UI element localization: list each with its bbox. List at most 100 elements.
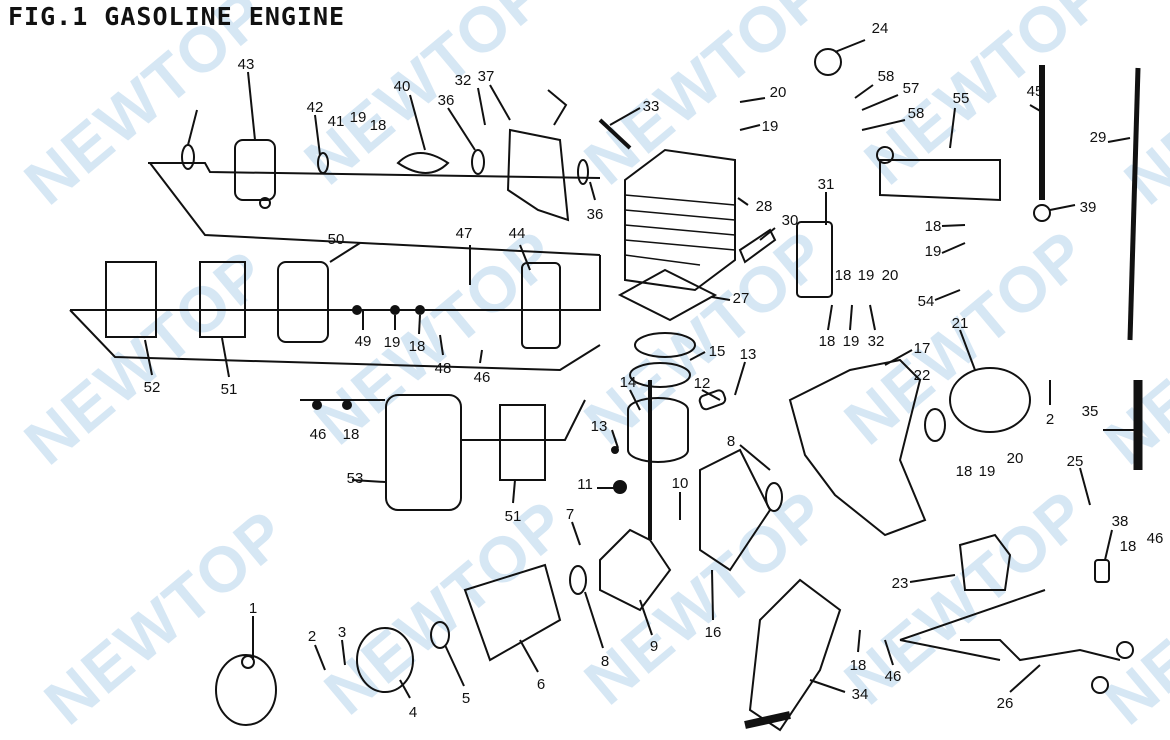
part-number-label: 31: [817, 176, 835, 193]
part-number-label: 20: [881, 267, 899, 284]
part-number-label: 51: [504, 508, 522, 525]
part-number-label: 6: [536, 676, 546, 693]
part-number-label: 42: [306, 99, 324, 116]
carburetor-assembly-outline: [148, 162, 601, 256]
plug-cap-part: [547, 89, 568, 126]
part-number-label: 46: [884, 668, 902, 685]
part-number-label: 2: [307, 628, 317, 645]
throttle-cable-part: [960, 639, 1121, 662]
long-rod-part: [1127, 67, 1141, 341]
part-number-label: 20: [1006, 450, 1024, 467]
part-number-label: 58: [907, 105, 925, 122]
piston-pin-part: [698, 389, 727, 411]
part-number-label: 19: [761, 118, 779, 135]
spark-plug-part: [598, 118, 632, 150]
part-number-label: 18: [849, 657, 867, 674]
part-number-label: 9: [649, 638, 659, 655]
part-number-label: 18: [1119, 538, 1137, 555]
part-number-label: 18: [834, 267, 852, 284]
crankcase-half-part: [463, 563, 562, 662]
crankshaft-part: [599, 528, 672, 612]
part-number-label: 19: [857, 267, 875, 284]
part-number-label: 17: [913, 340, 931, 357]
part-number-label: 8: [600, 653, 610, 670]
filter-gasket-part: [277, 261, 329, 343]
part-number-label: 32: [454, 72, 472, 89]
part-number-label: 20: [769, 84, 787, 101]
ignition-coil-part: [958, 533, 1012, 591]
part-number-label: 54: [917, 293, 935, 310]
fuel-cap-part: [814, 48, 842, 76]
muffler-gasket-part: [738, 228, 777, 264]
part-number-label: 24: [871, 20, 889, 37]
part-number-label: 19: [349, 109, 367, 126]
starter-pulley-part: [356, 627, 414, 693]
part-number-label: 1: [248, 600, 258, 617]
carburetor-part: [234, 139, 276, 201]
fan-housing-part: [748, 578, 842, 732]
insulator-part: [396, 152, 450, 174]
part-number-label: 13: [590, 418, 608, 435]
part-number-label: 3: [337, 624, 347, 641]
part-number-label: 4: [408, 704, 418, 721]
part-number-label: 10: [671, 475, 689, 492]
part-number-label: 8: [726, 433, 736, 450]
part-number-label: 46: [309, 426, 327, 443]
part-number-label: 26: [996, 695, 1014, 712]
part-number-label: 27: [732, 290, 750, 307]
piston-part: [627, 397, 689, 463]
piston-ring-part: [634, 332, 696, 358]
part-number-label: 25: [1066, 453, 1084, 470]
part-number-label: 39: [1079, 199, 1097, 216]
part-number-label: 11: [577, 476, 593, 493]
flywheel-part: [949, 367, 1031, 433]
part-number-label: 46: [473, 369, 491, 386]
part-number-label: 57: [902, 80, 920, 97]
crankcase-part: [788, 358, 927, 537]
part-number-label: 53: [346, 470, 364, 487]
part-number-label: 38: [1111, 513, 1129, 530]
cylinder-gasket-part: [617, 268, 718, 322]
part-number-label: 18: [924, 218, 942, 235]
part-number-label: 44: [508, 225, 526, 242]
part-number-label: 23: [891, 575, 909, 592]
part-number-label: 29: [1089, 129, 1107, 146]
part-number-label: 19: [842, 333, 860, 350]
part-number-label: 47: [455, 225, 473, 242]
part-number-label: 19: [978, 463, 996, 480]
part-number-label: 2: [1045, 411, 1055, 428]
heat-shield-part: [506, 128, 570, 222]
gasket-part: [317, 152, 329, 174]
part-number-label: 50: [327, 231, 345, 248]
filter-element-part: [105, 261, 157, 338]
part-number-label: 18: [955, 463, 973, 480]
part-number-label: 18: [818, 333, 836, 350]
figure-title: FIG.1 GASOLINE ENGINE: [8, 2, 346, 31]
part-number-label: 49: [354, 333, 372, 350]
part-number-label: 55: [952, 90, 970, 107]
part-number-label: 12: [693, 375, 711, 392]
part-number-label: 34: [851, 686, 869, 703]
part-number-label: 43: [237, 56, 255, 73]
part-number-label: 22: [913, 367, 931, 384]
part-number-label: 45: [1026, 83, 1044, 100]
air-cover-part: [385, 394, 462, 511]
part-number-label: 18: [408, 338, 426, 355]
part-number-label: 33: [642, 98, 660, 115]
air-cover-outline: [300, 399, 586, 441]
part-number-label: 32: [867, 333, 885, 350]
part-number-label: 40: [393, 78, 411, 95]
cylinder-part: [624, 148, 736, 292]
part-number-label: 46: [1146, 530, 1164, 547]
switch-part: [1094, 559, 1110, 583]
filter-base-part: [521, 262, 561, 349]
filter-mesh-part: [199, 261, 246, 338]
air-filter-assembly-outline: [69, 255, 601, 372]
part-number-label: 30: [781, 212, 799, 229]
crankcase-gasket-part: [699, 448, 772, 572]
part-number-label: 28: [755, 198, 773, 215]
part-number-label: 51: [220, 381, 238, 398]
recoil-starter-part: [215, 654, 277, 726]
part-number-label: 5: [461, 690, 471, 707]
